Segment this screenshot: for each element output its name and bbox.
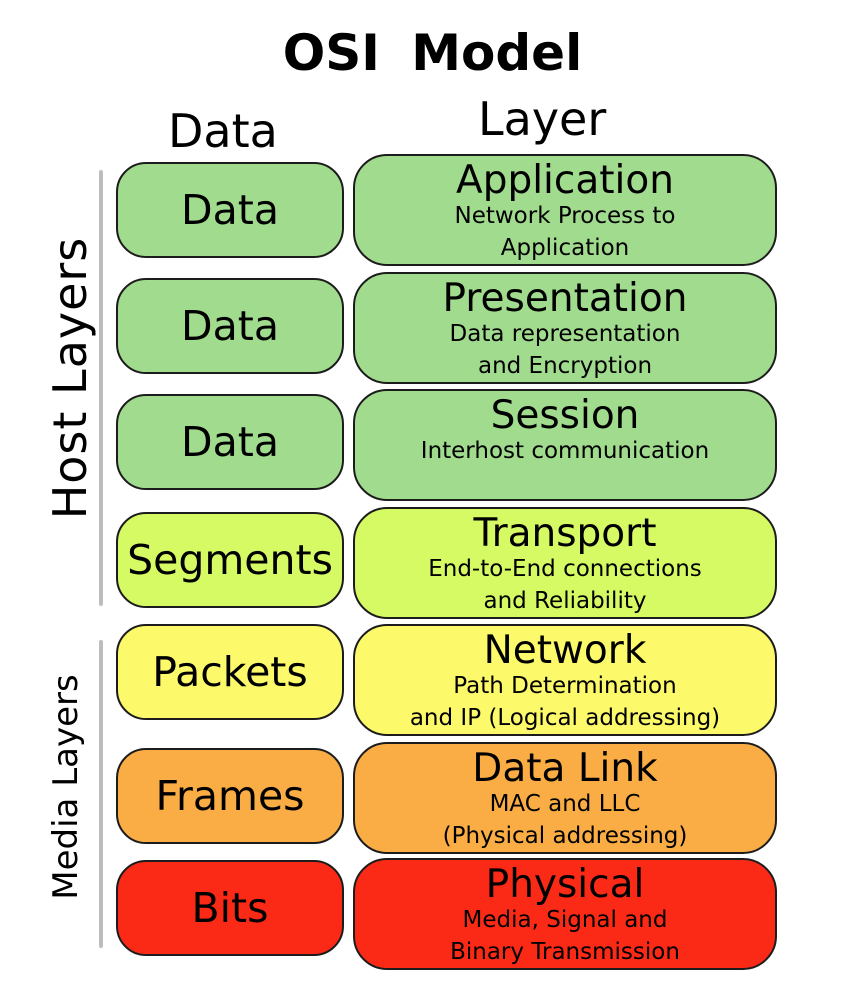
layer-description: End-to-End connections [428,556,702,582]
layer-description: Application [500,235,630,261]
layer-name: Session [490,393,640,438]
data-column-header: Data [168,104,278,158]
data-unit-application: Data [116,162,344,258]
data-unit-label: Segments [127,536,333,584]
media-layers-label: Media Layers [46,674,86,900]
layer-description: (Physical addressing) [442,823,688,849]
layer-description: Media, Signal and [462,907,668,933]
data-unit-label: Frames [155,772,305,820]
layer-transport: Transport End-to-End connections and Rel… [353,507,777,619]
layer-name: Network [483,628,647,673]
data-unit-session: Data [116,394,344,490]
layer-network: Network Path Determination and IP (Logic… [353,624,777,736]
host-layers-bracket [99,170,103,606]
data-unit-transport: Segments [116,512,344,608]
layer-description: and Encryption [477,353,653,379]
layer-description: Data representation [449,321,681,347]
layer-description: Network Process to [454,203,676,229]
data-unit-label: Data [181,186,279,234]
layer-description: Interhost communication [420,438,710,464]
data-unit-label: Packets [152,648,308,696]
layer-name: Application [456,158,674,203]
data-unit-network: Packets [116,624,344,720]
layer-data-link: Data Link MAC and LLC (Physical addressi… [353,742,777,854]
layer-name: Presentation [442,276,688,321]
media-layers-bracket [99,640,103,948]
data-unit-label: Data [181,418,279,466]
data-unit-label: Bits [191,884,269,932]
layer-presentation: Presentation Data representation and Enc… [353,272,777,384]
data-unit-physical: Bits [116,860,344,956]
layer-column-header: Layer [478,92,607,146]
layer-application: Application Network Process to Applicati… [353,154,777,266]
data-unit-label: Data [181,302,279,350]
layer-name: Transport [473,511,657,556]
data-unit-presentation: Data [116,278,344,374]
host-layers-label: Host Layers [43,236,97,520]
layer-description: Binary Transmission [450,939,680,965]
layer-description: and IP (Logical addressing) [409,705,721,731]
layer-physical: Physical Media, Signal and Binary Transm… [353,858,777,970]
layer-description: Path Determination [453,673,677,699]
layer-name: Physical [485,862,645,907]
data-unit-data-link: Frames [116,748,344,844]
layer-description: MAC and LLC [489,791,641,817]
layer-session: Session Interhost communication [353,389,777,501]
diagram-title: OSI Model [282,24,583,82]
layer-name: Data Link [472,746,658,791]
layer-description: and Reliability [483,588,647,614]
